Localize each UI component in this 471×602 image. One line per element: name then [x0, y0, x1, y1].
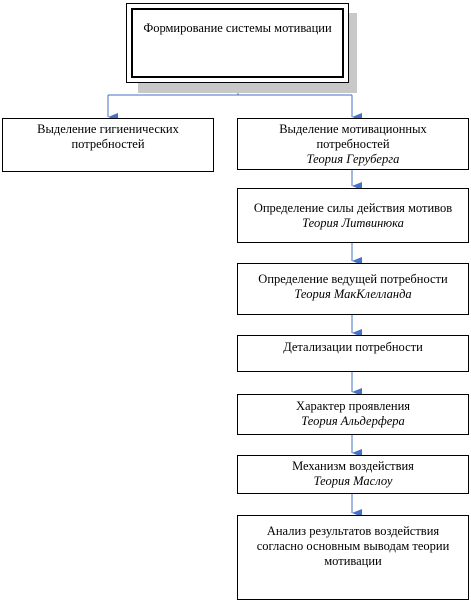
chain-box-2-theory: Теория Литвинюка — [302, 216, 404, 230]
left-box-line-2: потребностей — [71, 137, 145, 151]
chain-box-7-line-1: Анализ результатов воздействия — [266, 524, 440, 538]
chain-box-4: Детализации потребности — [237, 335, 469, 372]
chain-box-7: Анализ результатов воздействия согласно … — [237, 515, 469, 600]
chain-box-6: Механизм воздействия Теория Маслоу — [237, 455, 469, 494]
chain-box-1-line-2: потребностей — [316, 137, 390, 151]
chain-box-3: Определение ведущей потребности Теория М… — [237, 263, 469, 315]
chain-box-3-theory: Теория МакКлелланда — [294, 287, 412, 301]
left-box-line-1: Выделение гигиенических — [37, 122, 179, 136]
chain-box-5-theory: Теория Альдерфера — [301, 414, 405, 428]
chain-box-1-theory: Теория Геруберга — [306, 152, 400, 166]
chain-box-5: Характер проявления Теория Альдерфера — [237, 394, 469, 435]
top-box-inner: Формирование системы мотивации — [131, 8, 344, 78]
chain-box-4-line-1: Детализации потребности — [283, 340, 423, 354]
chain-box-3-line-1: Определение ведущей потребности — [258, 272, 448, 286]
chain-box-7-line-3: мотивации — [324, 554, 382, 568]
chain-box-2-line-1: Определение силы действия мотивов — [253, 201, 453, 215]
chain-box-1-line-1: Выделение мотивационных — [279, 122, 427, 136]
chain-box-6-line-1: Механизм воздействия — [292, 459, 414, 473]
top-box-line-2: мотивации — [274, 21, 332, 35]
top-box-line-1: Формирование системы — [143, 21, 272, 35]
chain-box-5-line-1: Характер проявления — [295, 399, 411, 413]
chain-box-6-theory: Теория Маслоу — [313, 474, 393, 488]
chain-box-2: Определение силы действия мотивов Теория… — [237, 188, 469, 243]
chain-box-1: Выделение мотивационных потребностей Тео… — [237, 118, 469, 170]
left-box-hygiene-needs: Выделение гигиенических потребностей — [2, 118, 214, 172]
top-box: Формирование системы мотивации — [126, 3, 349, 83]
chain-box-7-line-2: согласно основным выводам теории — [256, 539, 450, 553]
